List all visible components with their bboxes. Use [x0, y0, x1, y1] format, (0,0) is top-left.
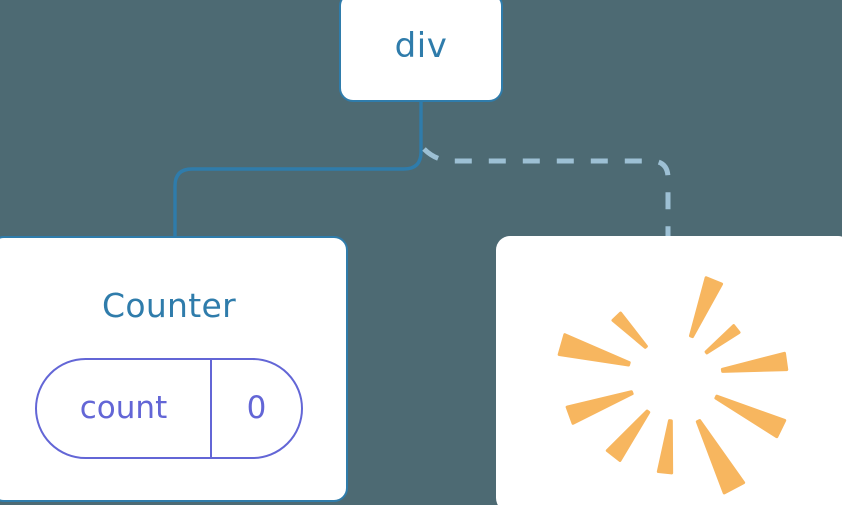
- state-key-label: count: [37, 360, 212, 457]
- sparkle-ray-7: [605, 409, 651, 462]
- sparkle-ray-8: [565, 390, 634, 425]
- sparkle-burst-icon: [557, 276, 789, 495]
- node-div-label: div: [394, 26, 448, 66]
- sparkle-ray-9: [557, 333, 631, 367]
- sparkle-ray-4: [714, 394, 787, 439]
- node-render-flash[interactable]: [496, 236, 842, 505]
- node-div[interactable]: div: [339, 0, 503, 102]
- state-pill[interactable]: count 0: [35, 358, 303, 459]
- edge-div-to-sparkle: [422, 147, 671, 238]
- sparkle-ray-3: [720, 351, 789, 373]
- sparkle-ray-1: [689, 276, 724, 339]
- edge-div-to-counter: [173, 99, 423, 240]
- node-counter-title: Counter: [102, 286, 236, 325]
- sparkle-ray-2: [704, 324, 741, 355]
- state-value-label: 0: [246, 390, 267, 426]
- node-counter[interactable]: Counter count 0: [0, 236, 348, 502]
- sparkle-ray-5: [695, 419, 746, 495]
- sparkle-ray-6: [656, 419, 674, 475]
- sparkle-ray-10: [611, 311, 648, 349]
